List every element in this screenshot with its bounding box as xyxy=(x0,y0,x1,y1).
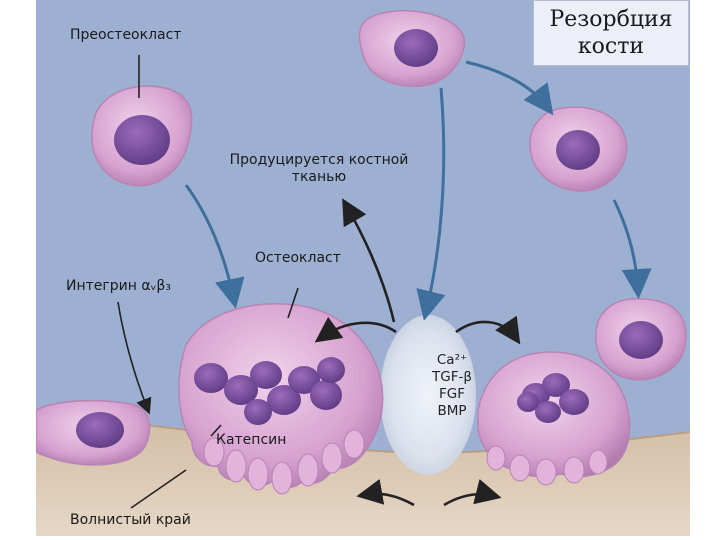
arrow-pit-to-bone-factor xyxy=(342,198,396,323)
bone-resorption-diagram xyxy=(36,0,690,536)
label-preosteoclast: Преостеокласт xyxy=(70,27,182,43)
label-produced-line2: тканью xyxy=(291,169,347,185)
arrow-top-to-pit xyxy=(416,87,446,321)
label-produced-line1: Продуцируется костной xyxy=(229,152,409,168)
arrow-bottom-right xyxy=(443,478,502,507)
preosteoclast-cell xyxy=(91,85,193,187)
lining-cell-left xyxy=(36,399,151,466)
title-line1: Резорбция xyxy=(549,7,673,32)
arrow-right-to-lower xyxy=(612,199,652,299)
factor-list: Ca²⁺ TGF-β FGF BMP xyxy=(422,352,482,420)
label-cathepsin: Катепсин xyxy=(216,432,287,448)
title-box: Резорбция кости xyxy=(533,0,689,66)
label-osteoclast: Остеокласт xyxy=(255,250,341,266)
diagram-frame: Преостеокласт Продуцируется костной ткан… xyxy=(36,0,690,536)
migration-arrows xyxy=(184,60,652,321)
nucleus xyxy=(76,412,124,448)
nucleus xyxy=(619,321,663,359)
label-ruffled-border: Волнистый край xyxy=(70,512,191,528)
arrow-top-to-right xyxy=(465,60,554,116)
factor-arrows xyxy=(314,198,521,507)
osteoclast-cell xyxy=(178,303,384,495)
label-integrin: Интегрин αᵥβ₃ xyxy=(66,278,171,294)
leader-osteoclast xyxy=(287,287,299,319)
preosteoclast-cell-lower-right xyxy=(595,298,687,381)
factor-calcium: Ca²⁺ xyxy=(436,352,468,368)
arrow-pit-to-right-osteoclast xyxy=(455,315,521,345)
leader-integrin xyxy=(117,301,152,415)
arrow-pit-to-osteoclast xyxy=(314,316,397,343)
preosteoclast-cell-right xyxy=(529,106,628,192)
nucleus xyxy=(114,115,170,165)
title-line2: кости xyxy=(577,34,645,59)
factor-tgf-beta: TGF-β xyxy=(432,369,472,385)
arrow-bottom-left xyxy=(356,479,415,507)
label-produced-by-bone: Продуцируется костной тканью xyxy=(219,152,419,186)
nucleus xyxy=(394,29,438,67)
factor-fgf: FGF xyxy=(439,386,465,402)
preosteoclast-cell-top xyxy=(358,9,466,87)
osteoclast-cell-right xyxy=(477,351,631,486)
label-leaders xyxy=(117,55,299,509)
arrow-preosteoclast-to-osteoclast xyxy=(184,184,245,309)
leader-cathepsin xyxy=(210,424,222,437)
nucleus xyxy=(556,130,600,170)
leader-ruffled-border xyxy=(130,469,187,509)
factor-bmp: BMP xyxy=(437,403,467,419)
resorption-pit xyxy=(380,315,476,475)
